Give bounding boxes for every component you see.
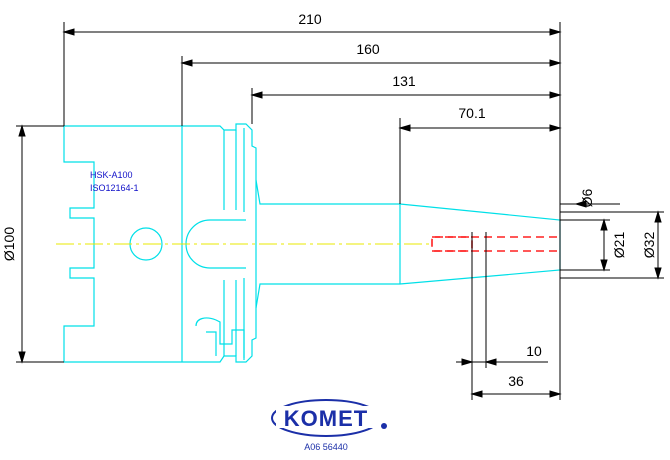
dim-bore-length: 36 bbox=[508, 373, 524, 389]
dim-overall-length: 210 bbox=[298, 11, 322, 27]
hidden-bore bbox=[431, 236, 560, 252]
dim-length-70-1: 70.1 bbox=[458, 105, 485, 121]
nose-outline bbox=[399, 203, 561, 285]
hsk-shank-outline bbox=[63, 126, 182, 363]
neck-top bbox=[255, 179, 400, 205]
dim-dia-21: Ø21 bbox=[611, 232, 627, 259]
neck-bottom bbox=[255, 283, 400, 309]
brand-name: KOMET bbox=[284, 406, 368, 431]
dim-dia-6: Ø6 bbox=[579, 188, 595, 207]
dimension-lines bbox=[16, 22, 664, 400]
brand-registered-mark bbox=[381, 423, 387, 429]
dim-flange-diameter: Ø100 bbox=[1, 227, 17, 261]
flange-outline bbox=[182, 123, 257, 363]
drive-slot bbox=[195, 317, 245, 358]
dim-dia-32: Ø32 bbox=[641, 232, 657, 259]
note-standard: ISO12164-1 bbox=[90, 183, 139, 193]
dim-length-160: 160 bbox=[356, 41, 380, 57]
part-number: A06 56440 bbox=[304, 442, 348, 452]
note-interface: HSK-A100 bbox=[90, 170, 133, 180]
brand-logo-mask bbox=[276, 406, 386, 428]
dim-bore-depth: 10 bbox=[526, 343, 542, 359]
dim-length-131: 131 bbox=[392, 73, 416, 89]
drive-slot-inner bbox=[206, 331, 217, 356]
brand-logo: KOMET A06 56440 bbox=[271, 399, 387, 452]
